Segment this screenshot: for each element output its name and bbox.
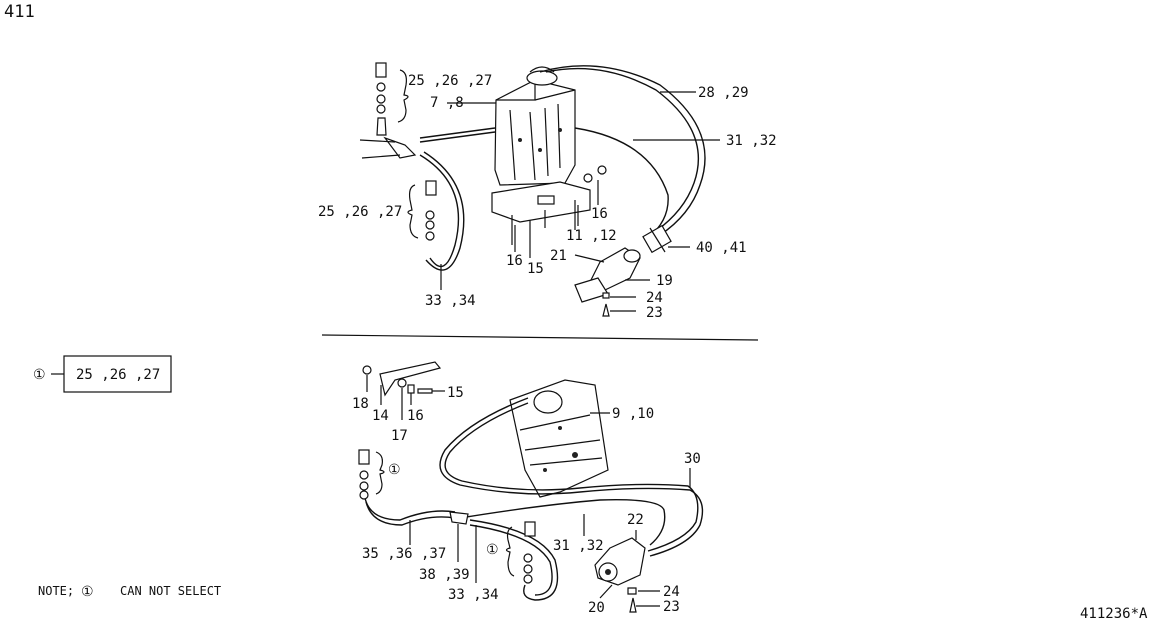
callout-hose-31-32-lower: 31 ,32 (553, 538, 604, 554)
callout-hose-31-32: 31 ,32 (726, 133, 777, 149)
check-valve (642, 224, 672, 254)
callout-pump-20: 20 (588, 600, 605, 616)
lower-washer-pump (594, 537, 646, 586)
callout-bracket-14: 14 (372, 408, 389, 424)
clip-icon (362, 365, 372, 375)
callout-washer-16a: 16 (591, 206, 608, 222)
note-prefix: NOTE; (38, 584, 74, 598)
callout-pump: 19 (656, 273, 673, 289)
nozzle-bracket (383, 136, 417, 159)
lower-bracket (379, 361, 442, 397)
hose-31-32-lower (459, 499, 666, 546)
callout-lower-tank: 9 ,10 (612, 406, 654, 422)
washer-icon (397, 378, 407, 388)
callout-nozzle-set-left: 25 ,26 ,27 (318, 204, 402, 220)
hose-35-37 (364, 497, 456, 521)
callout-nozzle-set: 25 ,26 ,27 (408, 73, 492, 89)
section-divider (321, 334, 759, 341)
callout-washer-16b: 16 (506, 253, 523, 269)
callout-hose-30: 30 (684, 451, 701, 467)
lower-nozzle-stack (358, 449, 385, 500)
nut-icon (407, 384, 415, 394)
hose-to-nozzle (419, 127, 496, 139)
washer-icon (597, 165, 607, 175)
hose-33-34-lower (469, 519, 559, 601)
callout-hose-33-34-lower: 33 ,34 (448, 587, 499, 603)
clip-icon (602, 303, 610, 317)
callout-grommet: 24 (646, 290, 663, 306)
upper-washer-tank (494, 66, 576, 186)
callout-check-valve: 40 ,41 (696, 240, 747, 256)
callout-bracket-bolt: 15 (447, 385, 464, 401)
hose-33-34 (419, 154, 460, 268)
hose-joint (449, 511, 469, 525)
grommet-icon (602, 292, 610, 299)
callout-pump-bracket: 21 (550, 248, 567, 264)
callout-bolt: 15 (527, 261, 544, 277)
callout-clip-18: 18 (352, 396, 369, 412)
clip-icon (629, 597, 637, 613)
page-number: 411 (4, 2, 35, 22)
callout-pump-bracket-22: 22 (627, 512, 644, 528)
callout-bracket: 11 ,12 (566, 228, 617, 244)
lower-washer-tank (509, 379, 609, 498)
callout-nozzle-symbol-b: ① (486, 542, 499, 558)
callout-grommet-24: 24 (663, 584, 680, 600)
callout-clip-23: 23 (663, 599, 680, 615)
callout-hose-33-34: 33 ,34 (425, 293, 476, 309)
washer-icon (583, 173, 593, 183)
callout-washer-16: 16 (407, 408, 424, 424)
reference-code: 411236*A (1080, 606, 1148, 622)
callout-clip: 23 (646, 305, 663, 321)
upper-washer-pump (574, 247, 641, 303)
grommet-icon (627, 587, 637, 595)
bolt-icon (417, 388, 433, 394)
callout-hose-35-37: 35 ,36 ,37 (362, 546, 446, 562)
lower-nozzle-stack-b (505, 521, 536, 584)
hose-28-29 (539, 65, 706, 236)
callout-nut-17: 17 (391, 428, 408, 444)
callout-hose-28-29: 28 ,29 (698, 85, 749, 101)
callout-joint-38-39: 38 ,39 (419, 567, 470, 583)
callout-tank: 7 ,8 (430, 95, 464, 111)
hose-31-32 (574, 127, 669, 239)
legend-box (63, 355, 172, 393)
upper-nozzle-stack-left (407, 180, 437, 241)
upper-nozzle-stack (375, 62, 409, 136)
legend-text: 25 ,26 ,27 (76, 367, 160, 383)
callout-nozzle-symbol: ① (388, 462, 401, 478)
upper-tank-bracket (491, 181, 591, 245)
legend-symbol: ① (33, 367, 46, 383)
note-symbol: ① (81, 584, 94, 600)
hose-30 (439, 397, 704, 557)
note-text: CAN NOT SELECT (120, 584, 221, 598)
